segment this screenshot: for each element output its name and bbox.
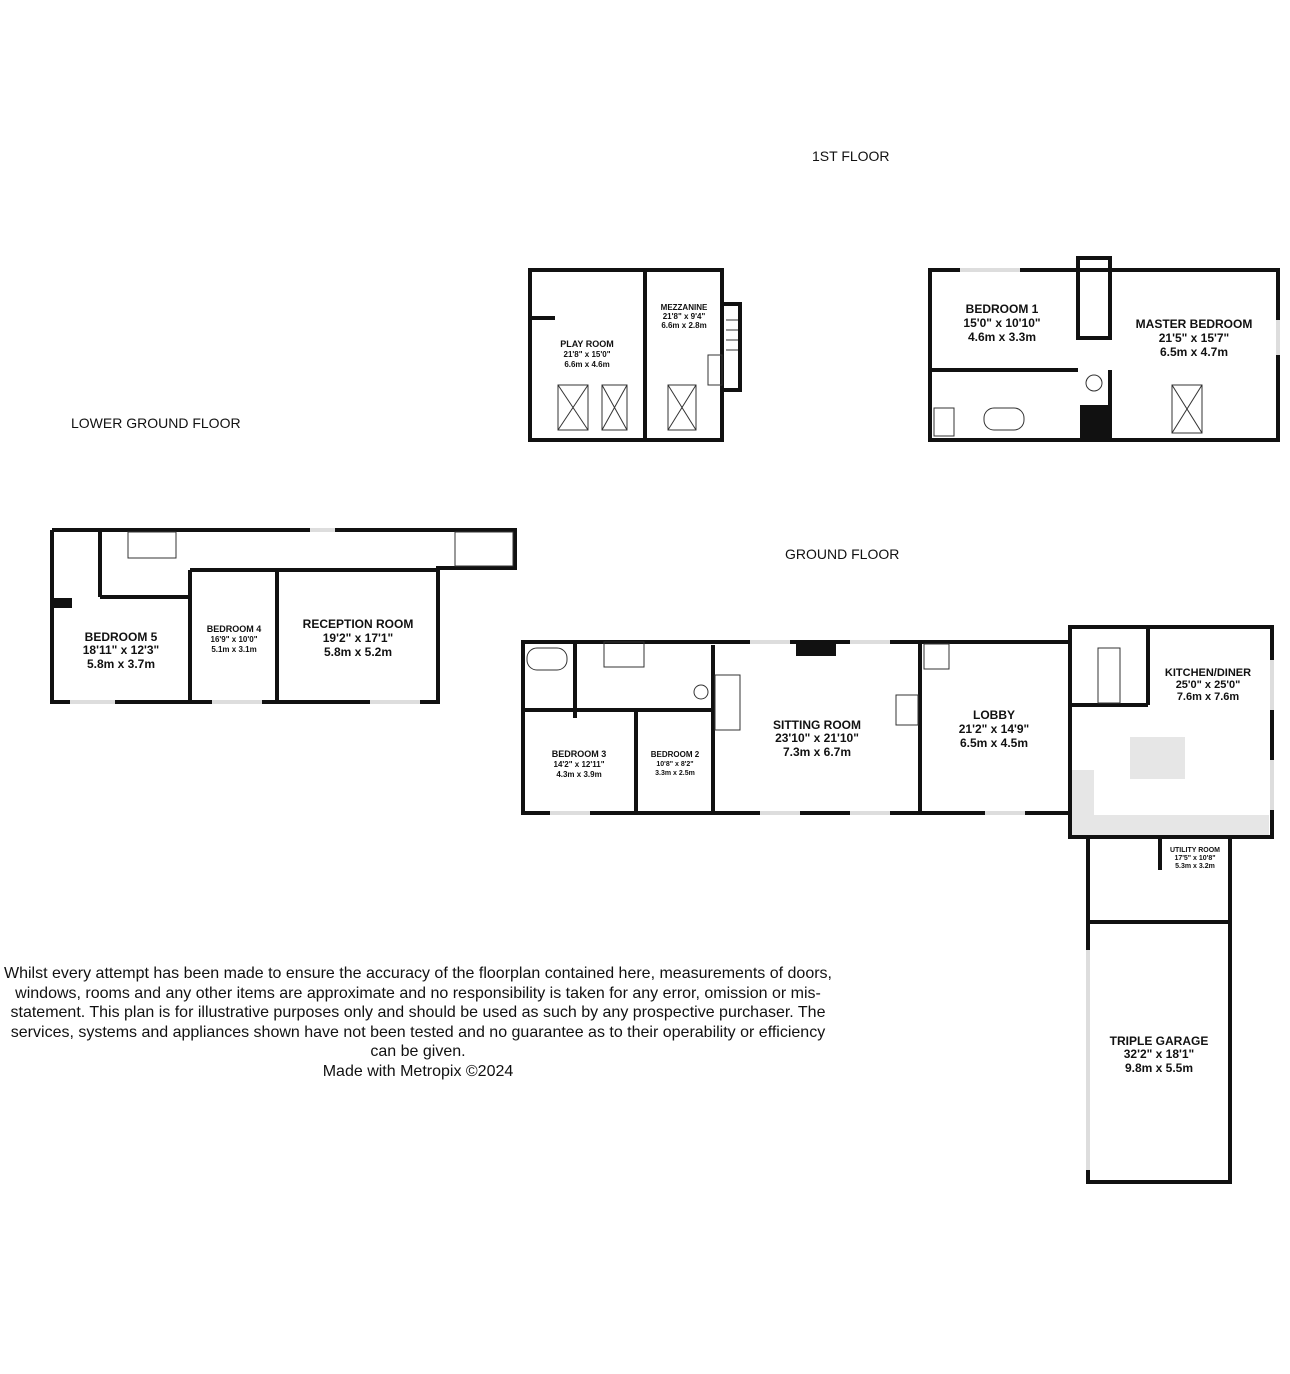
room-lobby: LOBBY 21'2" x 14'9" 6.5m x 4.5m <box>959 708 1029 750</box>
svg-text:BEDROOM 3: BEDROOM 3 <box>552 749 607 759</box>
svg-text:RECEPTION ROOM: RECEPTION ROOM <box>303 617 414 631</box>
svg-text:23'10" x 21'10": 23'10" x 21'10" <box>775 731 859 745</box>
svg-text:21'8" x 15'0": 21'8" x 15'0" <box>564 350 611 359</box>
floor-label-first: 1ST FLOOR <box>812 148 890 164</box>
svg-text:32'2" x 18'1": 32'2" x 18'1" <box>1124 1047 1194 1061</box>
svg-text:6.6m x 4.6m: 6.6m x 4.6m <box>564 360 609 369</box>
svg-text:16'9" x 10'0": 16'9" x 10'0" <box>211 635 258 644</box>
svg-text:14'2" x 12'11": 14'2" x 12'11" <box>554 760 605 769</box>
svg-text:21'2" x 14'9": 21'2" x 14'9" <box>959 722 1029 736</box>
room-kitchen-diner: KITCHEN/DINER 25'0" x 25'0" 7.6m x 7.6m <box>1165 667 1251 703</box>
svg-text:15'0" x 10'10": 15'0" x 10'10" <box>963 316 1040 330</box>
svg-text:10'8" x 8'2": 10'8" x 8'2" <box>656 761 693 768</box>
svg-text:6.5m x 4.7m: 6.5m x 4.7m <box>1160 345 1228 359</box>
room-bedroom-4: BEDROOM 4 16'9" x 10'0" 5.1m x 3.1m <box>207 624 262 654</box>
svg-text:18'11" x 12'3": 18'11" x 12'3" <box>83 643 159 657</box>
room-play-room: PLAY ROOM 21'8" x 15'0" 6.6m x 4.6m <box>560 339 614 369</box>
svg-text:5.1m x 3.1m: 5.1m x 3.1m <box>211 645 256 654</box>
svg-text:9.8m x 5.5m: 9.8m x 5.5m <box>1125 1061 1193 1075</box>
svg-text:BEDROOM 1: BEDROOM 1 <box>966 302 1039 316</box>
svg-text:7.3m x 6.7m: 7.3m x 6.7m <box>783 745 851 759</box>
svg-text:3.3m x 2.5m: 3.3m x 2.5m <box>655 770 695 777</box>
room-bedroom-3: BEDROOM 3 14'2" x 12'11" 4.3m x 3.9m <box>552 749 607 779</box>
svg-text:4.6m x 3.3m: 4.6m x 3.3m <box>968 330 1036 344</box>
floor-label-lower-ground: LOWER GROUND FLOOR <box>71 415 241 431</box>
svg-text:BEDROOM 4: BEDROOM 4 <box>207 624 262 634</box>
floor-label-ground: GROUND FLOOR <box>785 546 899 562</box>
svg-text:MASTER BEDROOM: MASTER BEDROOM <box>1136 317 1253 331</box>
disclaimer-block: Whilst every attempt has been made to en… <box>0 964 836 1081</box>
svg-text:LOBBY: LOBBY <box>973 708 1015 722</box>
svg-text:21'5" x 15'7": 21'5" x 15'7" <box>1159 331 1229 345</box>
svg-text:19'2" x 17'1": 19'2" x 17'1" <box>323 631 393 645</box>
room-master-bedroom: MASTER BEDROOM 21'5" x 15'7" 6.5m x 4.7m <box>1136 317 1253 359</box>
room-reception-room: RECEPTION ROOM 19'2" x 17'1" 5.8m x 5.2m <box>303 617 414 659</box>
room-bedroom-5: BEDROOM 5 18'11" x 12'3" 5.8m x 3.7m <box>83 630 159 671</box>
svg-text:PLAY ROOM: PLAY ROOM <box>560 339 614 349</box>
svg-text:6.5m x 4.5m: 6.5m x 4.5m <box>960 736 1028 750</box>
room-sitting-room: SITTING ROOM 23'10" x 21'10" 7.3m x 6.7m <box>773 718 861 759</box>
room-utility-room: UTILITY ROOM 17'5" x 10'8" 5.3m x 3.2m <box>1170 847 1220 870</box>
credit-text: Made with Metropix ©2024 <box>322 1062 514 1080</box>
svg-text:6.6m x 2.8m: 6.6m x 2.8m <box>661 321 706 330</box>
svg-text:25'0" x 25'0": 25'0" x 25'0" <box>1176 679 1241 691</box>
svg-text:17'5" x 10'8": 17'5" x 10'8" <box>1174 855 1215 862</box>
svg-text:5.3m x 3.2m: 5.3m x 3.2m <box>1175 863 1215 870</box>
svg-text:5.8m x 5.2m: 5.8m x 5.2m <box>324 645 392 659</box>
svg-text:MEZZANINE: MEZZANINE <box>661 303 708 312</box>
disclaimer-text: Whilst every attempt has been made to en… <box>3 965 832 1060</box>
svg-text:SITTING ROOM: SITTING ROOM <box>773 718 861 732</box>
lower-ground-floor-block <box>50 528 517 704</box>
svg-text:21'8" x 9'4": 21'8" x 9'4" <box>663 312 706 321</box>
svg-text:BEDROOM 5: BEDROOM 5 <box>85 630 158 644</box>
svg-text:BEDROOM 2: BEDROOM 2 <box>651 750 700 759</box>
room-mezzanine: MEZZANINE 21'8" x 9'4" 6.6m x 2.8m <box>661 303 708 330</box>
room-bedroom-1: BEDROOM 1 15'0" x 10'10" 4.6m x 3.3m <box>963 302 1040 344</box>
room-triple-garage: TRIPLE GARAGE 32'2" x 18'1" 9.8m x 5.5m <box>1110 1034 1209 1075</box>
svg-text:4.3m x 3.9m: 4.3m x 3.9m <box>556 770 601 779</box>
svg-text:UTILITY ROOM: UTILITY ROOM <box>1170 847 1220 854</box>
svg-text:5.8m x 3.7m: 5.8m x 3.7m <box>87 657 155 671</box>
first-floor-left-block <box>528 268 742 442</box>
ground-floor-block <box>521 625 1274 1184</box>
svg-text:KITCHEN/DINER: KITCHEN/DINER <box>1165 667 1251 679</box>
svg-text:TRIPLE GARAGE: TRIPLE GARAGE <box>1110 1034 1209 1048</box>
svg-text:7.6m x 7.6m: 7.6m x 7.6m <box>1177 691 1240 703</box>
room-bedroom-2: BEDROOM 2 10'8" x 8'2" 3.3m x 2.5m <box>651 750 700 777</box>
first-floor-right-block <box>928 256 1280 442</box>
